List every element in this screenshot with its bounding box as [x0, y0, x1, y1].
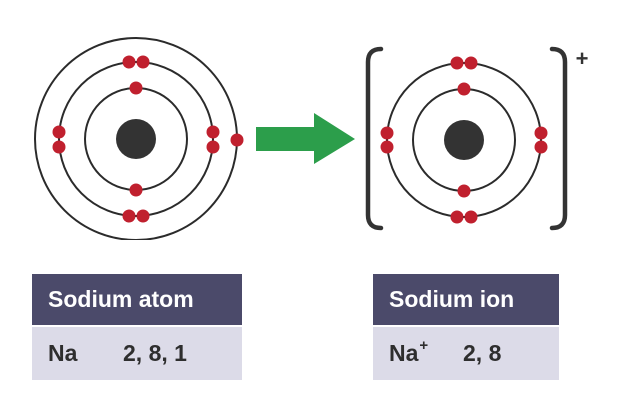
electron	[534, 140, 548, 154]
atom-card-title: Sodium atom	[32, 274, 242, 325]
ion-card-row: Na+ 2, 8	[373, 327, 559, 380]
ion-card-title: Sodium ion	[373, 274, 559, 325]
atom-symbol: Na	[48, 340, 78, 366]
electron	[457, 184, 471, 198]
electron	[450, 56, 464, 70]
atom-electron-configuration: 2, 8, 1	[123, 340, 187, 366]
valence-electron	[230, 133, 244, 147]
right-arrow-icon	[256, 113, 355, 164]
right-bracket	[549, 46, 568, 231]
electron	[206, 140, 220, 154]
atom-card-row: Na 2, 8, 1	[32, 327, 242, 380]
electron	[52, 140, 66, 154]
sodium-ionisation-diagram: +	[34, 37, 589, 240]
middle-shell	[58, 61, 214, 217]
electron	[129, 81, 143, 95]
electron	[136, 55, 150, 69]
sodium-atom-card: Sodium atom Na 2, 8, 1	[32, 274, 242, 380]
electron	[380, 140, 394, 154]
middle-shell	[386, 62, 542, 218]
ion-symbol: Na+	[389, 337, 429, 366]
sodium-atom-model	[34, 37, 244, 240]
electron	[534, 126, 548, 140]
electron	[457, 82, 471, 96]
nucleus	[444, 120, 484, 160]
nucleus	[116, 119, 156, 159]
electron	[122, 209, 136, 223]
left-bracket	[365, 46, 384, 231]
sodium-ion-card: Sodium ion Na+ 2, 8	[373, 274, 559, 380]
electron	[450, 210, 464, 224]
sodium-ion-model: +	[365, 46, 589, 231]
electron	[464, 56, 478, 70]
ion-electron-configuration: 2, 8	[463, 340, 502, 366]
ion-symbol-charge: +	[419, 337, 429, 354]
electron	[122, 55, 136, 69]
electron	[206, 125, 220, 139]
electron	[129, 183, 143, 197]
electron	[380, 126, 394, 140]
electron	[464, 210, 478, 224]
ion-charge-label: +	[576, 46, 589, 71]
electron	[52, 125, 66, 139]
electron	[136, 209, 150, 223]
